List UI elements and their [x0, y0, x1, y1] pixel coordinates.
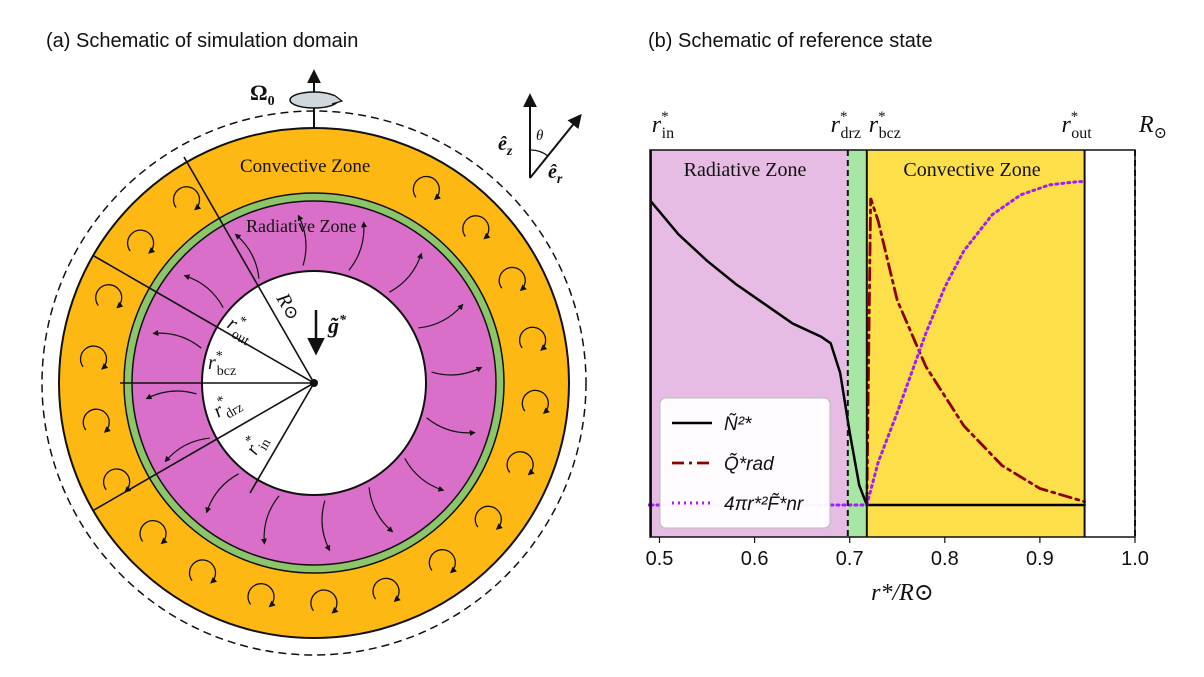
svg-text:êz: êz — [498, 133, 513, 159]
convection-cell-arrow — [102, 468, 132, 493]
internal-wave-arrow — [297, 214, 307, 266]
convection-cell-arrow — [310, 589, 339, 614]
gravity-label: g̃* — [327, 313, 347, 338]
convection-cell-arrow — [126, 229, 156, 254]
internal-wave-arrow — [234, 233, 260, 279]
internal-wave-arrow — [418, 303, 464, 329]
top-boundary-label: r*in — [652, 109, 674, 142]
internal-wave-arrow — [145, 390, 197, 400]
convection-cell-arrow — [521, 389, 550, 415]
series-line-3 — [649, 180, 1087, 507]
legend-label: Q̃*rad — [724, 453, 775, 475]
rotation-arrow-icon — [289, 91, 344, 109]
plot-frame — [649, 149, 1136, 538]
convection-cell-arrow — [412, 175, 441, 201]
internal-wave-arrow — [389, 252, 423, 293]
x-tick-label: 0.5 — [646, 548, 674, 570]
panel-b-title: (b) Schematic of reference state — [648, 30, 933, 52]
convective-flow-arrows — [79, 175, 550, 614]
convection-cell-arrow — [372, 577, 401, 602]
internal-wave-arrow — [205, 473, 239, 514]
internal-wave-arrow — [368, 487, 394, 533]
convection-cell-arrow — [188, 559, 218, 584]
radiative-wave-arrows — [145, 214, 483, 552]
interface-region — [847, 150, 867, 537]
top-boundary-label: r*drz — [831, 109, 861, 142]
x-tick-label: 0.6 — [741, 548, 769, 570]
legend-label: Ñ²* — [724, 413, 752, 435]
x-tick-label: 1.0 — [1121, 548, 1149, 570]
internal-wave-arrow — [164, 437, 210, 463]
convection-cell-arrow — [82, 408, 111, 433]
convection-cell-arrow — [172, 186, 202, 211]
internal-wave-arrow — [348, 221, 368, 271]
top-boundary-label: R⊙ — [1138, 112, 1167, 142]
convective-zone-label: Convective Zone — [240, 156, 370, 177]
x-tick-label: 0.8 — [931, 548, 959, 570]
unit-vector-diagram: êz θ êr — [498, 93, 582, 187]
convection-cell-arrow — [498, 266, 527, 292]
convection-cell-arrow — [247, 583, 276, 608]
svg-text:θ: θ — [536, 128, 544, 144]
r-bcz-label: r*bcz — [208, 349, 236, 379]
convection-cell-arrow — [474, 505, 503, 530]
top-boundary-label: r*out — [1061, 109, 1092, 142]
convection-cell-arrow — [518, 326, 548, 351]
radius-lines — [93, 156, 315, 511]
convective-zone-region — [866, 150, 1085, 537]
convection-cell-arrow — [139, 520, 168, 545]
convection-cell-arrow — [506, 451, 535, 476]
chart-legend: Ñ²* Q̃*rad 4πr*²F̃*nr — [659, 397, 831, 529]
svg-text:êr: êr — [548, 161, 563, 187]
internal-wave-arrow — [426, 417, 476, 437]
series-line-2 — [865, 197, 1086, 507]
internal-wave-arrow — [152, 329, 202, 349]
convective-zone-text: Convective Zone — [903, 159, 1040, 181]
internal-wave-arrow — [260, 495, 280, 545]
convection-cell-arrow — [428, 549, 457, 574]
x-axis-label: r*/R⊙ — [871, 580, 934, 606]
radiative-zone-label: Radiative Zone — [246, 216, 356, 236]
panel-a-title: (a) Schematic of simulation domain — [46, 30, 359, 52]
series-line-1 — [649, 200, 1086, 507]
top-boundary-label: r*bcz — [869, 109, 901, 142]
simulation-domain-schematic: Ω0 Convective Zone Radiative Zone g̃* R⊙… — [41, 69, 587, 656]
rotation-label: Ω0 — [250, 80, 275, 109]
internal-wave-arrow — [321, 500, 331, 552]
radiative-zone-region — [650, 150, 848, 537]
x-tick-label: 0.7 — [836, 548, 864, 570]
radiative-zone-text: Radiative Zone — [684, 159, 807, 181]
convection-cell-arrow — [95, 284, 124, 309]
internal-wave-arrow — [431, 366, 483, 376]
convection-cell-arrow — [462, 215, 491, 240]
internal-wave-arrow — [183, 274, 224, 308]
internal-wave-arrow — [404, 458, 445, 492]
convection-cell-arrow — [79, 345, 109, 370]
x-tick-label: 0.9 — [1026, 548, 1054, 570]
center-dot — [310, 379, 318, 387]
legend-label: 4πr*²F̃*nr — [724, 493, 804, 515]
